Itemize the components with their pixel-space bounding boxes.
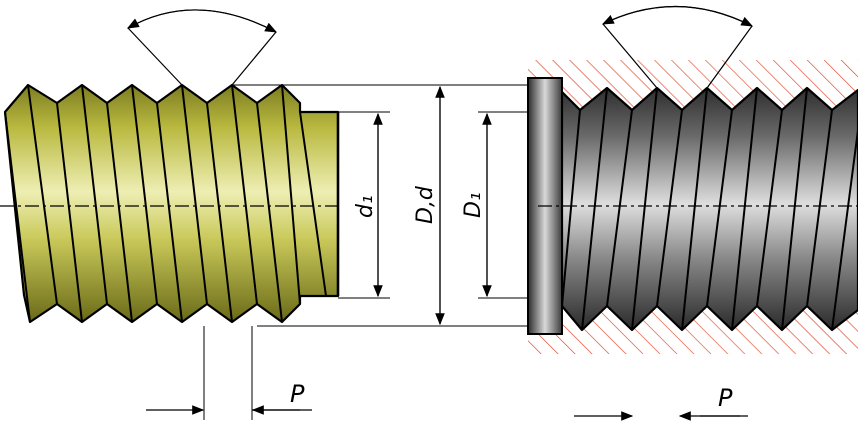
label-pitch-right: P — [718, 384, 733, 412]
extension-lines — [203, 84, 528, 420]
label-d1: d₁ — [353, 195, 378, 218]
nut-thread-lines — [561, 87, 858, 331]
bolt-thread-lines — [4, 84, 327, 323]
bolt — [3, 83, 340, 324]
label-D-d: D,d — [413, 185, 438, 224]
nut-body — [560, 86, 858, 332]
label-pitch-left: P — [290, 380, 305, 408]
nut — [527, 77, 858, 335]
dimension-lines — [126, 5, 754, 421]
label-D1: D₁ — [461, 192, 486, 218]
